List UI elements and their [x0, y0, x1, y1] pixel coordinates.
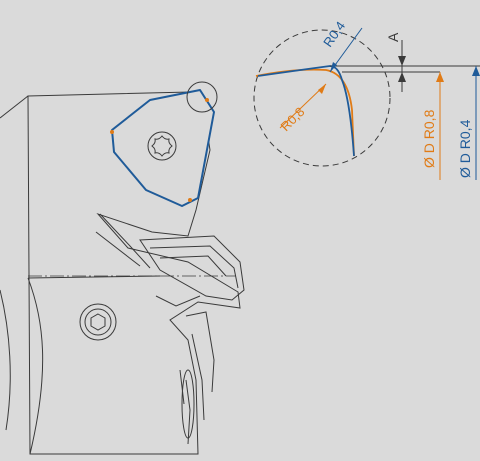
detail-circle — [253, 29, 391, 167]
shank-left-contour-3 — [0, 289, 11, 431]
label-r08-detail: R0,8 — [278, 104, 308, 134]
label-dia-r08: Ø D R0,8 — [421, 109, 437, 168]
cutting-insert — [110, 89, 215, 207]
tool-body — [0, 91, 245, 455]
hex-screw-inner — [84, 308, 112, 336]
flute-line-2 — [95, 231, 141, 267]
pocket-edge-1 — [155, 295, 201, 307]
label-dim-a: A — [385, 32, 401, 42]
slot-oval — [181, 369, 195, 439]
grooving-insert-inner — [149, 245, 239, 289]
profile-r04 — [257, 65, 355, 157]
dim-a-arrow-bottom — [398, 72, 406, 82]
insert-screw-head — [147, 131, 177, 161]
hex-screw-outer — [79, 303, 117, 341]
insert-corner-accent-3 — [188, 198, 192, 202]
pocket-edge-2 — [185, 311, 215, 393]
insert-corner-accent-1 — [205, 98, 209, 102]
hex-socket-icon — [90, 313, 106, 331]
pocket-edge-3 — [191, 333, 205, 421]
dia-r04-arrow — [472, 66, 480, 76]
flute-line-1 — [99, 213, 151, 269]
grooving-insert — [139, 235, 245, 301]
shank-left-contour-2 — [27, 277, 44, 455]
leader-r08 — [279, 83, 327, 129]
leader-r08-arrow — [318, 84, 326, 94]
slot-line-1 — [185, 379, 191, 445]
torx-icon — [151, 135, 173, 157]
dim-a-arrow-top — [398, 56, 406, 66]
insert-outline — [111, 89, 215, 207]
shank-left-contour — [0, 95, 29, 119]
leader-r04-arrow — [330, 62, 337, 72]
insert-corner-accent-2 — [110, 130, 114, 134]
tool-body-outline — [27, 91, 241, 455]
label-dia-r04: Ø D R0,4 — [457, 119, 473, 178]
dia-r08-arrow — [436, 72, 444, 82]
grooving-insert-inner-2 — [159, 255, 227, 277]
detail-marker-circle — [186, 81, 218, 113]
slot-line-2 — [179, 369, 185, 405]
hex-screw — [79, 303, 117, 341]
detail-view: R0,4 R0,8 A Ø D R0,8 Ø D R0,4 — [253, 19, 480, 180]
